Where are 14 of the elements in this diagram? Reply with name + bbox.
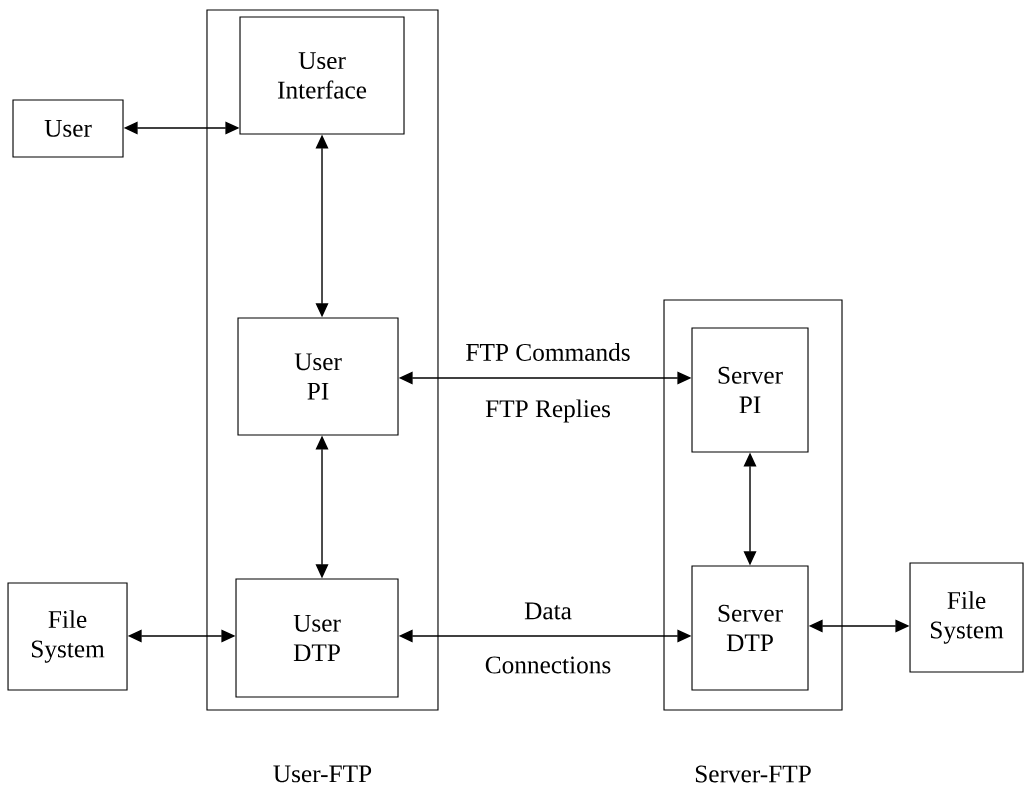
line-caption: FTP Replies [483,398,613,424]
process-box: File System [909,562,1024,673]
process-box: Server DTP [691,565,809,691]
process-box: User DTP [235,578,399,698]
node-label: Server-FTP [695,765,811,783]
process-box: User PI [237,317,399,436]
process-box: File System [7,582,128,691]
process-box: User Interface [239,16,405,135]
edge-label: Data [522,601,574,621]
edge-label: FTP Commands [464,341,632,363]
process-box: User [12,99,124,158]
node-label: User-FTP [273,765,372,783]
line-caption: Connections [483,655,613,675]
process-box: Server PI [691,327,809,453]
